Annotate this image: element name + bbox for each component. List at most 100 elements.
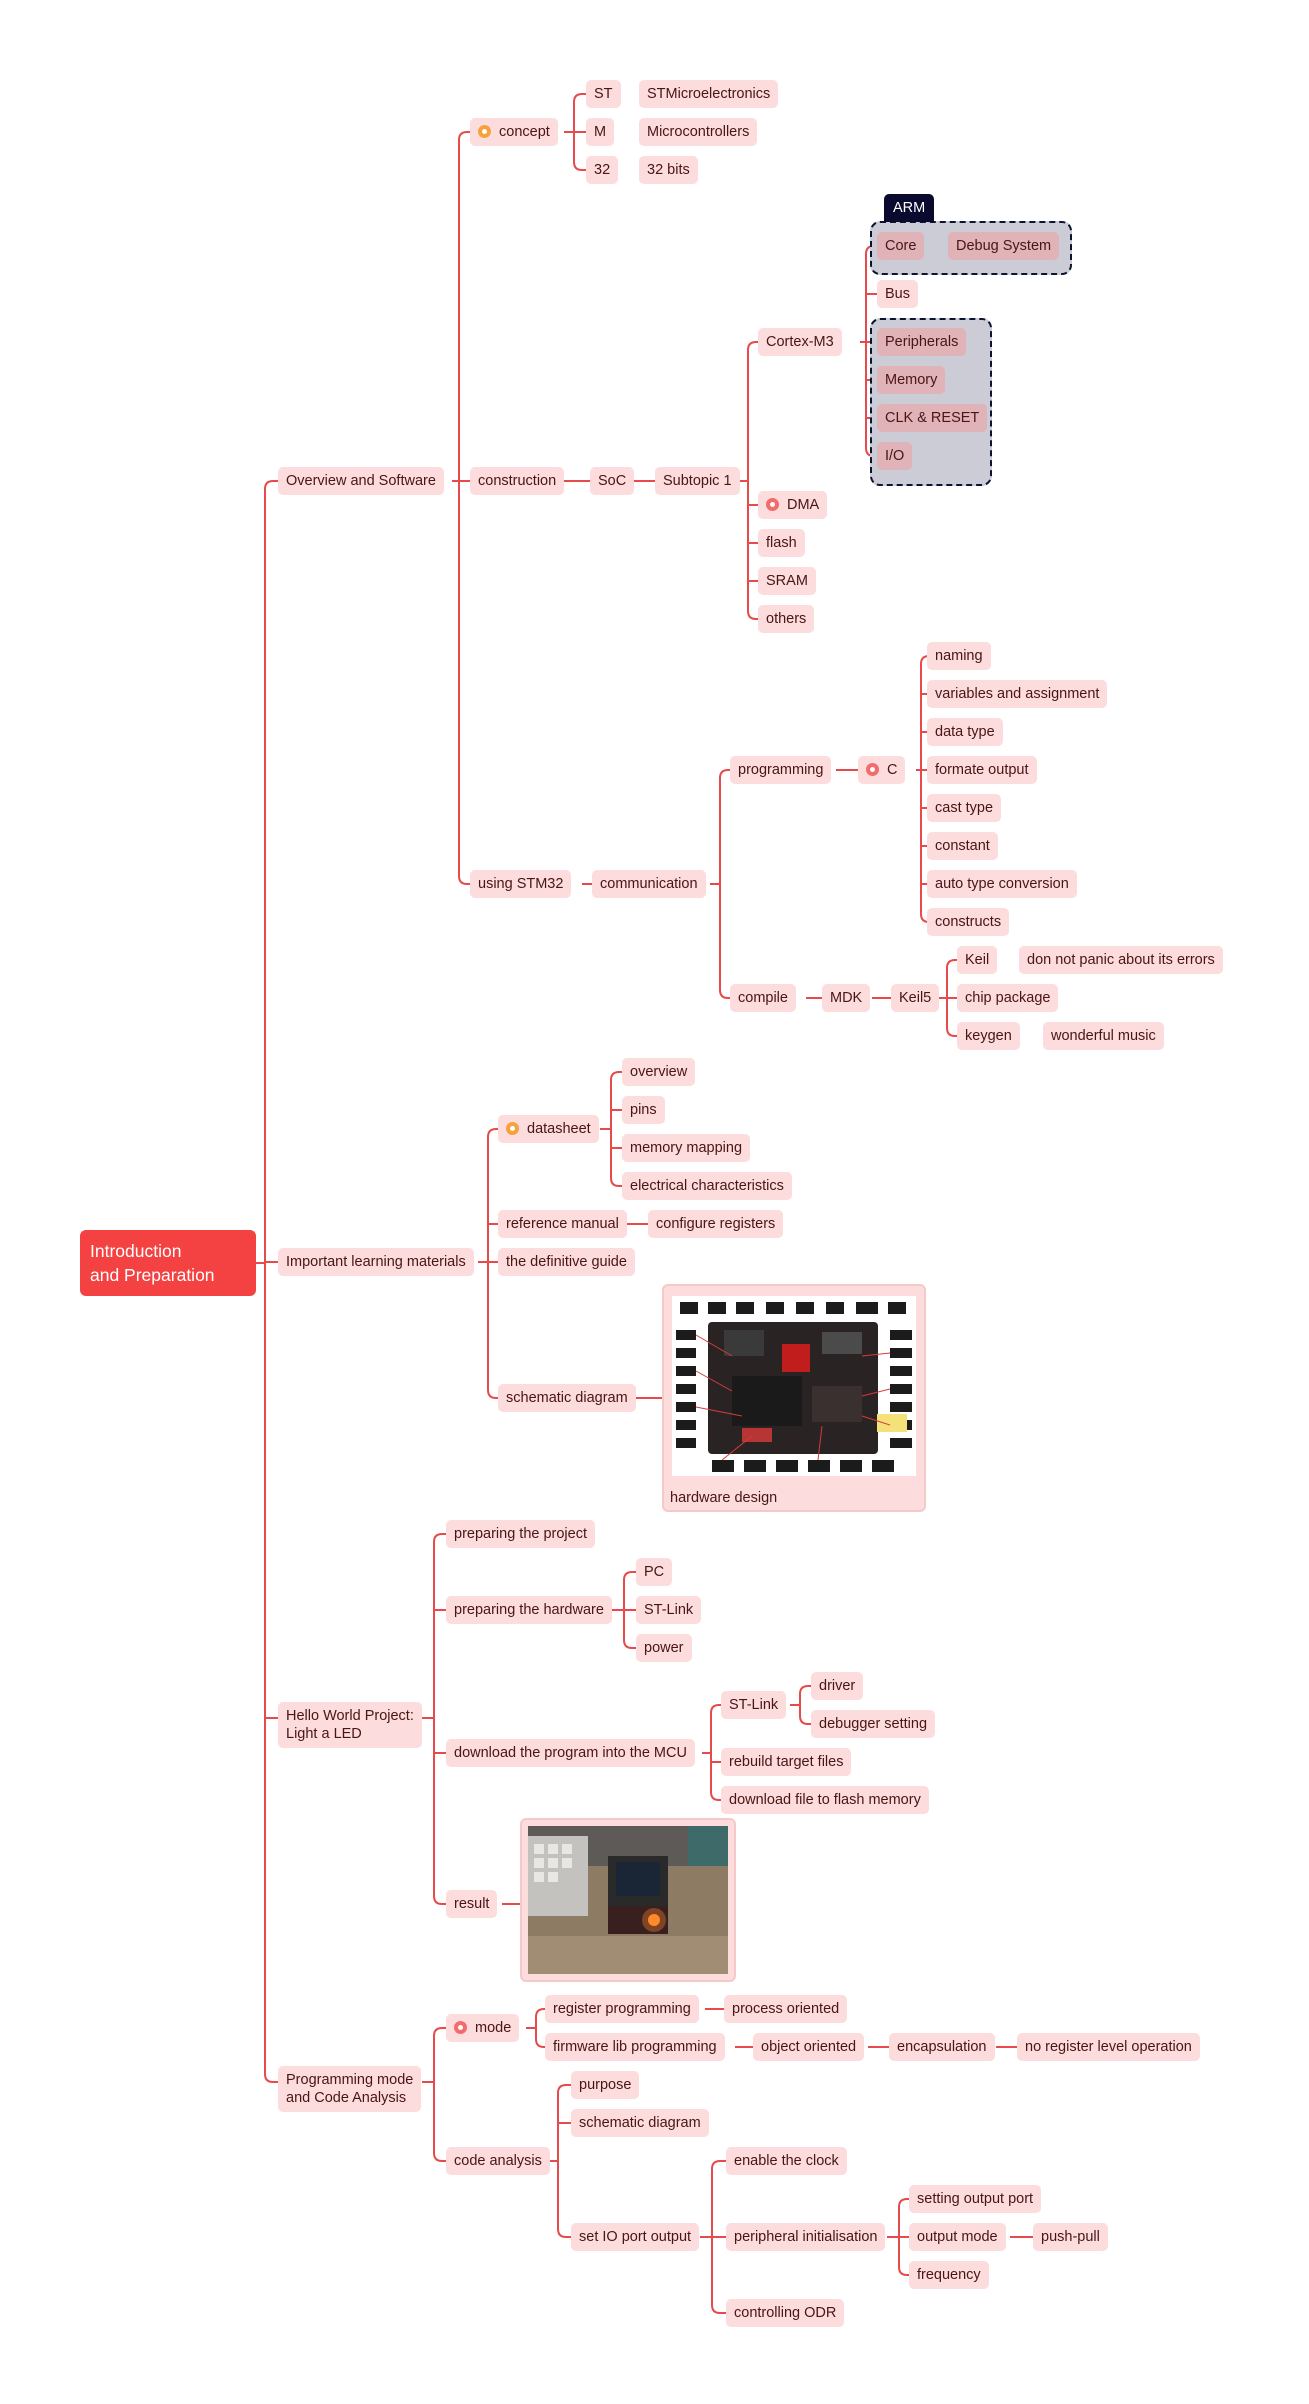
topic-m[interactable]: M bbox=[586, 118, 615, 146]
topic-pc[interactable]: PC bbox=[636, 1558, 673, 1586]
connector-line bbox=[433, 1533, 446, 1718]
topic-debug-system[interactable]: Debug System bbox=[948, 232, 1060, 260]
topic-bus[interactable]: Bus bbox=[877, 280, 918, 308]
topic-constructs[interactable]: constructs bbox=[927, 908, 1010, 936]
topic-preparing-hardware[interactable]: preparing the hardware bbox=[446, 1596, 612, 1624]
topic-io[interactable]: I/O bbox=[877, 442, 913, 470]
topic-auto-type-conversion[interactable]: auto type conversion bbox=[927, 870, 1077, 898]
topic-cast-type[interactable]: cast type bbox=[927, 794, 1002, 822]
topic-ds-memory-mapping[interactable]: memory mapping bbox=[622, 1134, 751, 1162]
topic-32-bits[interactable]: 32 bits bbox=[639, 156, 698, 184]
topic-st[interactable]: ST bbox=[586, 80, 621, 108]
topic-dma[interactable]: DMA bbox=[758, 491, 828, 519]
connector-line bbox=[573, 93, 586, 132]
topic-keygen[interactable]: keygen bbox=[957, 1022, 1020, 1050]
connector-line bbox=[719, 884, 730, 999]
topic-data-type[interactable]: data type bbox=[927, 718, 1003, 746]
topic-code-analysis[interactable]: code analysis bbox=[446, 2147, 550, 2175]
topic-keil-note[interactable]: don not panic about its errors bbox=[1019, 946, 1223, 974]
connector-line bbox=[898, 2237, 909, 2276]
topic-frequency[interactable]: frequency bbox=[909, 2261, 989, 2289]
topic-others[interactable]: others bbox=[758, 605, 815, 633]
topic-st-link-hw[interactable]: ST-Link bbox=[636, 1596, 702, 1624]
topic-power[interactable]: power bbox=[636, 1634, 692, 1662]
topic-wonderful-music[interactable]: wonderful music bbox=[1043, 1022, 1164, 1050]
result-photo-card[interactable] bbox=[520, 1818, 736, 1982]
topic-programming-mode[interactable]: Programming mode and Code Analysis bbox=[278, 2066, 422, 2112]
topic-construction[interactable]: construction bbox=[470, 467, 565, 495]
topic-cortex-m3[interactable]: Cortex-M3 bbox=[758, 328, 842, 356]
topic-learning-materials[interactable]: Important learning materials bbox=[278, 1248, 474, 1276]
topic-ds-electrical[interactable]: electrical characteristics bbox=[622, 1172, 792, 1200]
topic-concept-label: concept bbox=[499, 124, 550, 140]
topic-32[interactable]: 32 bbox=[586, 156, 619, 184]
topic-download-program[interactable]: download the program into the MCU bbox=[446, 1739, 695, 1767]
connector-line bbox=[710, 1753, 721, 1801]
topic-encapsulation[interactable]: encapsulation bbox=[889, 2033, 995, 2061]
topic-programming[interactable]: programming bbox=[730, 756, 832, 784]
topic-firmware-lib[interactable]: firmware lib programming bbox=[545, 2033, 725, 2061]
topic-no-register-level[interactable]: no register level operation bbox=[1017, 2033, 1200, 2061]
topic-enable-clock[interactable]: enable the clock bbox=[726, 2147, 847, 2175]
topic-preparing-project[interactable]: preparing the project bbox=[446, 1520, 595, 1548]
topic-memory[interactable]: Memory bbox=[877, 366, 946, 394]
topic-peripherals[interactable]: Peripherals bbox=[877, 328, 967, 356]
topic-concept[interactable]: concept bbox=[470, 118, 558, 146]
topic-soc[interactable]: SoC bbox=[590, 467, 635, 495]
topic-register-programming[interactable]: register programming bbox=[545, 1995, 699, 2023]
topic-datasheet[interactable]: datasheet bbox=[498, 1115, 599, 1143]
topic-controlling-odr[interactable]: controlling ODR bbox=[726, 2299, 845, 2327]
connector-line bbox=[557, 2161, 571, 2238]
topic-compile[interactable]: compile bbox=[730, 984, 796, 1012]
topic-st-link[interactable]: ST-Link bbox=[721, 1691, 787, 1719]
connector-line bbox=[623, 1571, 636, 1610]
topic-keil[interactable]: Keil bbox=[957, 946, 998, 974]
topic-flash[interactable]: flash bbox=[758, 529, 805, 557]
topic-using-stm32[interactable]: using STM32 bbox=[470, 870, 572, 898]
topic-set-io-port[interactable]: set IO port output bbox=[571, 2223, 700, 2251]
topic-debugger-setting[interactable]: debugger setting bbox=[811, 1710, 936, 1738]
topic-mdk[interactable]: MDK bbox=[822, 984, 871, 1012]
topic-overview-software[interactable]: Overview and Software bbox=[278, 467, 444, 495]
topic-chip-package[interactable]: chip package bbox=[957, 984, 1059, 1012]
topic-schematic-diagram[interactable]: schematic diagram bbox=[498, 1384, 636, 1412]
topic-formate-output[interactable]: formate output bbox=[927, 756, 1037, 784]
topic-microcontrollers[interactable]: Microcontrollers bbox=[639, 118, 758, 146]
topic-driver[interactable]: driver bbox=[811, 1672, 864, 1700]
hardware-design-card[interactable]: hardware design bbox=[662, 1284, 926, 1512]
hardware-design-caption: hardware design bbox=[670, 1490, 778, 1506]
topic-sram[interactable]: SRAM bbox=[758, 567, 816, 595]
topic-process-oriented[interactable]: process oriented bbox=[724, 1995, 848, 2023]
topic-setting-output-port[interactable]: setting output port bbox=[909, 2185, 1042, 2213]
topic-variables[interactable]: variables and assignment bbox=[927, 680, 1108, 708]
topic-download-flash[interactable]: download file to flash memory bbox=[721, 1786, 929, 1814]
topic-mode[interactable]: mode bbox=[446, 2014, 520, 2042]
topic-clk-reset[interactable]: CLK & RESET bbox=[877, 404, 988, 432]
topic-result[interactable]: result bbox=[446, 1890, 498, 1918]
topic-core[interactable]: Core bbox=[877, 232, 925, 260]
topic-ds-pins[interactable]: pins bbox=[622, 1096, 665, 1124]
topic-schematic-diagram-2[interactable]: schematic diagram bbox=[571, 2109, 709, 2137]
topic-c-label: C bbox=[887, 762, 898, 778]
connector-line bbox=[535, 2008, 545, 2028]
topic-naming[interactable]: naming bbox=[927, 642, 991, 670]
topic-c[interactable]: C bbox=[858, 756, 906, 784]
topic-peripheral-init[interactable]: peripheral initialisation bbox=[726, 2223, 886, 2251]
topic-reference-manual[interactable]: reference manual bbox=[498, 1210, 627, 1238]
topic-communication[interactable]: communication bbox=[592, 870, 706, 898]
topic-object-oriented[interactable]: object oriented bbox=[753, 2033, 865, 2061]
topic-ds-overview[interactable]: overview bbox=[622, 1058, 696, 1086]
topic-constant[interactable]: constant bbox=[927, 832, 998, 860]
topic-output-mode[interactable]: output mode bbox=[909, 2223, 1006, 2251]
topic-configure-registers[interactable]: configure registers bbox=[648, 1210, 784, 1238]
topic-mode-label: mode bbox=[475, 2020, 512, 2036]
topic-definitive-guide[interactable]: the definitive guide bbox=[498, 1248, 635, 1276]
topic-rebuild-target[interactable]: rebuild target files bbox=[721, 1748, 852, 1776]
topic-push-pull[interactable]: push-pull bbox=[1033, 2223, 1108, 2251]
topic-purpose[interactable]: purpose bbox=[571, 2071, 640, 2099]
topic-hello-world[interactable]: Hello World Project: Light a LED bbox=[278, 1702, 422, 1748]
root-topic[interactable]: Introduction and Preparation bbox=[80, 1230, 256, 1296]
topic-stmicroelectronics[interactable]: STMicroelectronics bbox=[639, 80, 779, 108]
topic-subtopic-1[interactable]: Subtopic 1 bbox=[655, 467, 740, 495]
topic-keil5[interactable]: Keil5 bbox=[891, 984, 940, 1012]
